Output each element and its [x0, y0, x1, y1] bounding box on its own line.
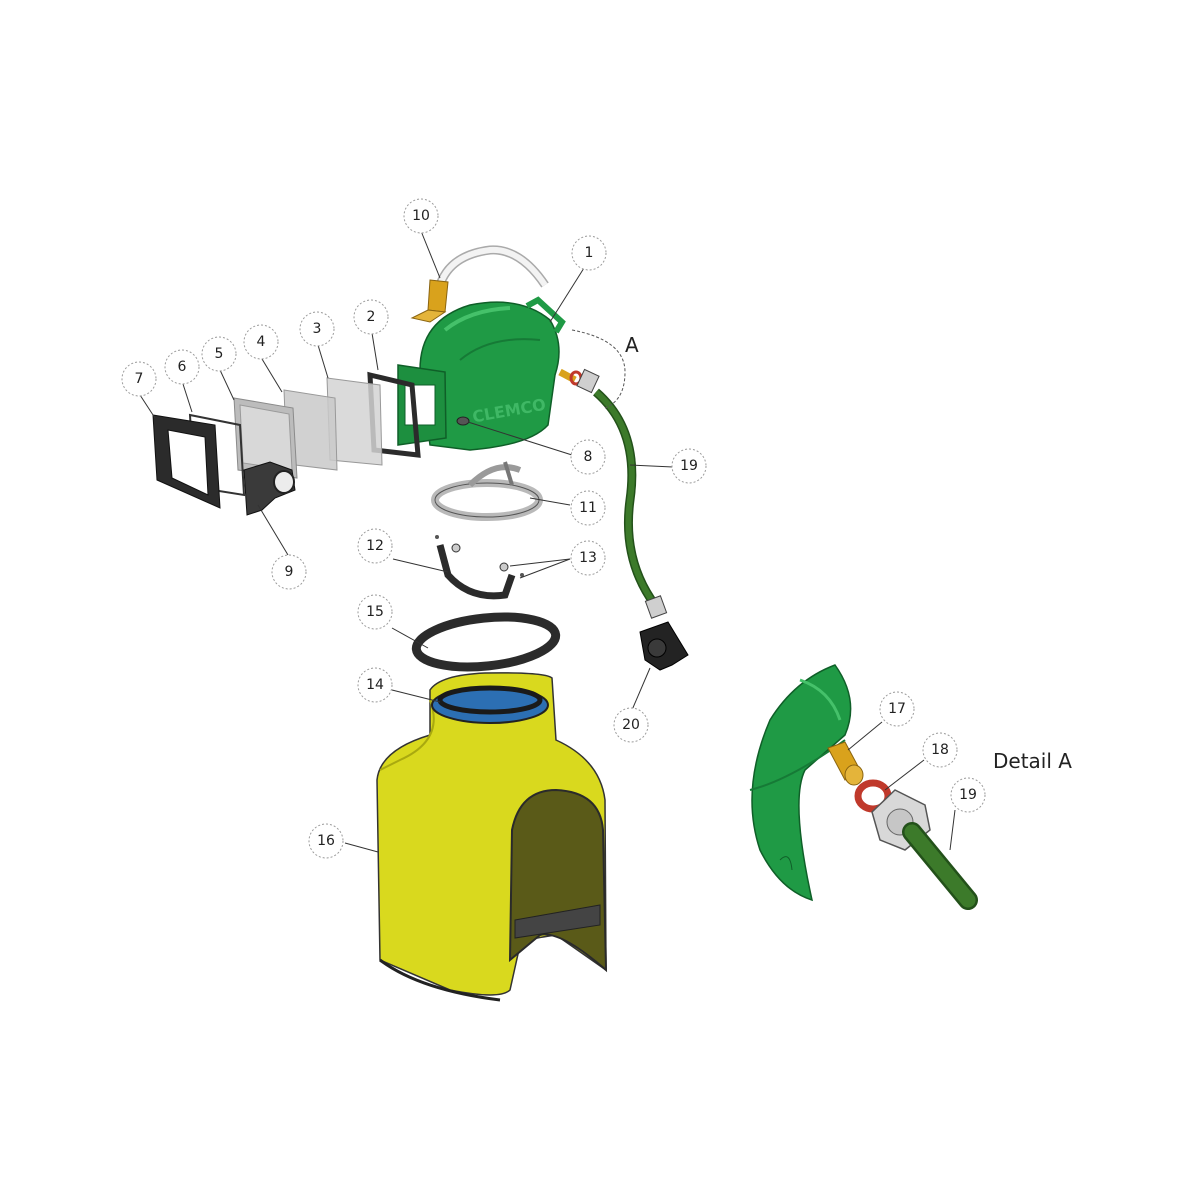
callout-15-label: 15 — [366, 604, 384, 620]
callout-16: 16 — [308, 823, 344, 859]
callout-2: 2 — [353, 299, 389, 335]
callout-4-label: 4 — [257, 334, 266, 350]
callout-18: 18 — [922, 732, 958, 768]
callout-2-label: 2 — [367, 309, 376, 325]
callout-11-label: 11 — [579, 500, 597, 516]
callout-16-label: 16 — [317, 833, 335, 849]
callout-10: 10 — [403, 198, 439, 234]
coupler-part-20 — [639, 621, 689, 671]
callout-19-detail: 19 — [950, 777, 986, 813]
inner-tube-part-10 — [410, 245, 549, 323]
callout-15: 15 — [357, 594, 393, 630]
callout-19: 19 — [671, 448, 707, 484]
callout-4: 4 — [243, 324, 279, 360]
callout-9: 9 — [271, 554, 307, 590]
callout-9-label: 9 — [285, 564, 294, 580]
detail-a-title: Detail A — [993, 749, 1072, 773]
head-band-part-11 — [431, 461, 543, 521]
section-a-arc — [571, 329, 626, 409]
leader-lines — [139, 230, 956, 853]
section-a-label: A — [625, 333, 639, 357]
callout-14: 14 — [357, 667, 393, 703]
callout-7-label: 7 — [135, 371, 144, 387]
callout-14-label: 14 — [366, 677, 384, 693]
callout-20: 20 — [613, 707, 649, 743]
callout-13: 13 — [570, 540, 606, 576]
callout-1: 1 — [571, 235, 607, 271]
callout-3-label: 3 — [313, 321, 322, 337]
callout-20-label: 20 — [622, 717, 640, 733]
lens-stack — [152, 371, 421, 516]
callout-13-label: 13 — [579, 550, 597, 566]
callout-6-label: 6 — [178, 359, 187, 375]
callout-18-label: 18 — [931, 742, 949, 758]
breathing-tube-part-19 — [558, 368, 668, 619]
callout-7: 7 — [121, 361, 157, 397]
chin-strap-part-12 — [435, 535, 524, 600]
callout-6: 6 — [164, 349, 200, 385]
callout-19-detail-label: 19 — [959, 787, 977, 803]
callout-1-label: 1 — [585, 245, 594, 261]
callout-3: 3 — [299, 311, 335, 347]
callout-19-label: 19 — [680, 458, 698, 474]
callout-10-label: 10 — [412, 208, 430, 224]
cape-part-16 — [376, 672, 608, 1002]
callout-11: 11 — [570, 490, 606, 526]
callout-17: 17 — [879, 691, 915, 727]
neck-band-part-15 — [411, 612, 561, 672]
callout-5: 5 — [201, 336, 237, 372]
callout-8-label: 8 — [584, 449, 593, 465]
callout-12-label: 12 — [366, 538, 384, 554]
hood-part-1: CLEMCO — [397, 296, 566, 451]
detail-a-view — [749, 664, 978, 910]
callout-12: 12 — [357, 528, 393, 564]
callout-8: 8 — [570, 439, 606, 475]
callout-17-label: 17 — [888, 701, 906, 717]
callout-5-label: 5 — [215, 346, 224, 362]
